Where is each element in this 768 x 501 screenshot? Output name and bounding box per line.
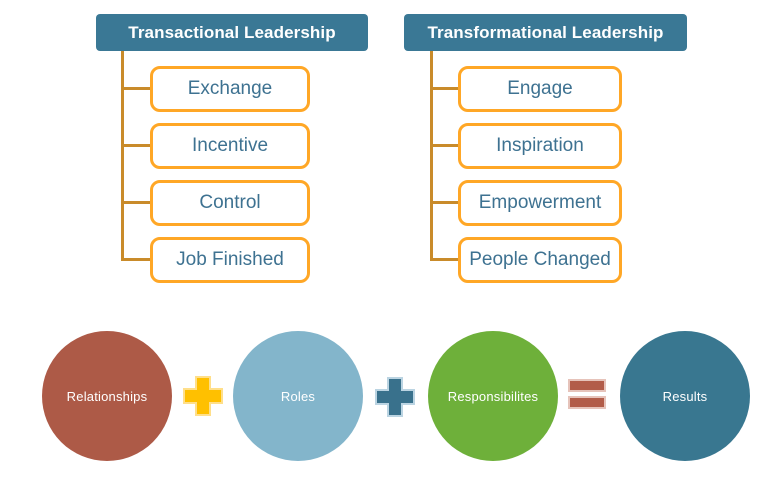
tree-item-inspiration: Inspiration — [458, 123, 622, 169]
tree-item-incentive: Incentive — [150, 123, 310, 169]
equals-icon — [568, 379, 606, 409]
connector-line — [121, 51, 124, 261]
tree-item-empowerment: Empowerment — [458, 180, 622, 226]
circle-responsibilites: Responsibilites — [428, 331, 558, 461]
connector-line — [430, 144, 458, 147]
connector-line — [430, 87, 458, 90]
tree-item-exchange: Exchange — [150, 66, 310, 112]
tree-header-transformational: Transformational Leadership — [404, 14, 687, 51]
circle-results: Results — [620, 331, 750, 461]
tree-item-engage: Engage — [458, 66, 622, 112]
tree-item-job-finished: Job Finished — [150, 237, 310, 283]
plus-icon — [183, 376, 223, 416]
tree-header-transactional: Transactional Leadership — [96, 14, 368, 51]
tree-item-people-changed: People Changed — [458, 237, 622, 283]
connector-line — [430, 51, 433, 261]
connector-line — [121, 258, 150, 261]
connector-line — [121, 201, 150, 204]
connector-line — [121, 144, 150, 147]
circle-roles: Roles — [233, 331, 363, 461]
connector-line — [430, 201, 458, 204]
circle-relationships: Relationships — [42, 331, 172, 461]
tree-item-control: Control — [150, 180, 310, 226]
connector-line — [430, 258, 458, 261]
connector-line — [121, 87, 150, 90]
plus-icon — [375, 377, 415, 417]
